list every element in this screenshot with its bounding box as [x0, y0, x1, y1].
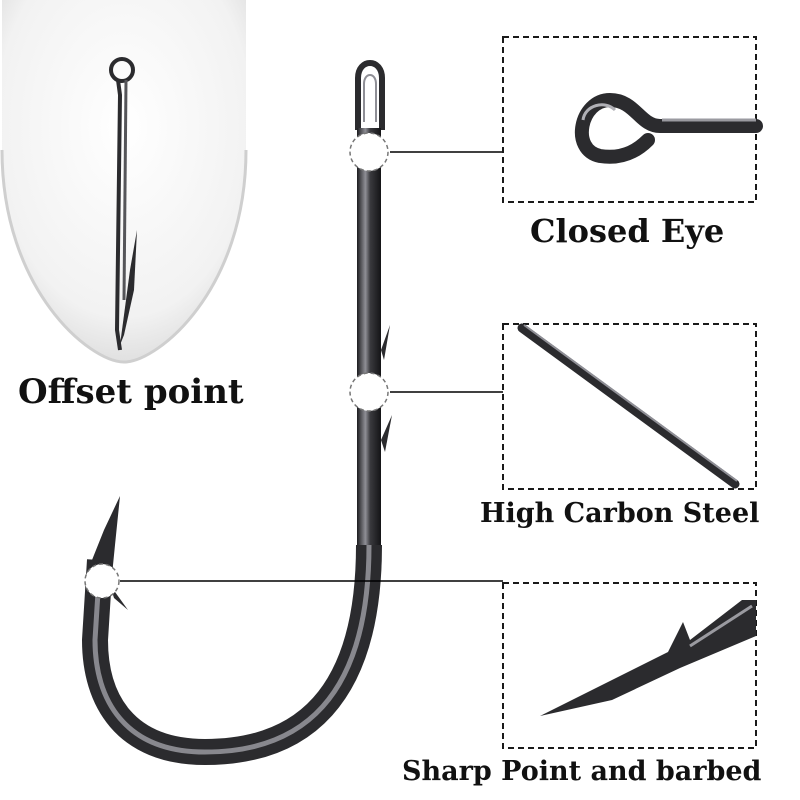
callout-steel-connector	[349, 372, 503, 412]
callout-point-connector	[84, 563, 503, 599]
offset-hook-image	[0, 0, 248, 364]
closed-eye-caption: Closed Eye	[530, 212, 725, 250]
closed-eye-closeup	[502, 36, 763, 203]
sharp-point-caption: Sharp Point and barbed	[402, 756, 762, 787]
fishing-hook-image	[81, 60, 392, 766]
sharp-point-closeup	[502, 582, 757, 749]
callout-eye-connector	[349, 132, 503, 172]
steel-wire-closeup	[502, 323, 757, 490]
high-carbon-steel-caption: High Carbon Steel	[480, 498, 760, 529]
offset-point-caption: Offset point	[18, 372, 244, 412]
